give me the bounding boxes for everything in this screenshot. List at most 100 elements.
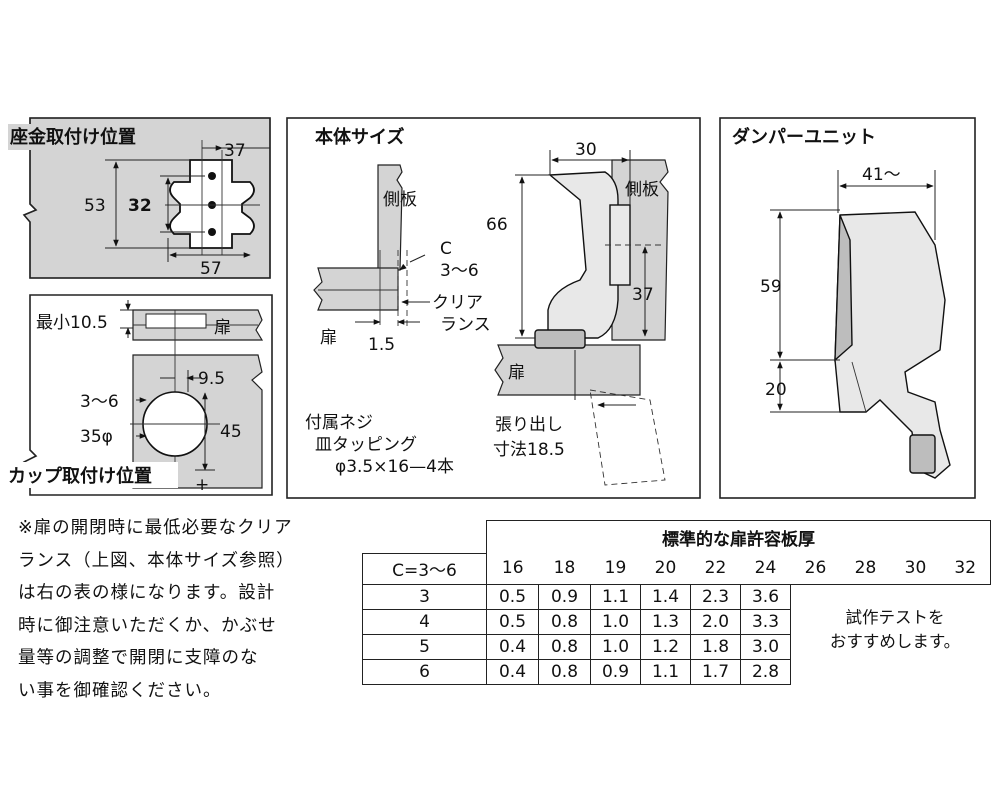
table-cell: 1.1 <box>640 658 691 685</box>
cup-dim-diameter: 35φ <box>80 427 113 447</box>
damper-title: ダンパーユニット <box>732 126 876 148</box>
thickness-header: 19 <box>590 553 641 585</box>
damper-panel: ダンパーユニット 41〜 59 20 <box>719 117 976 499</box>
table-cell: 0.8 <box>538 608 591 635</box>
table-row-header: C=3〜6 <box>362 552 487 585</box>
body-overhang-1: 張り出し <box>495 415 563 435</box>
cup-dim-height: 45 <box>220 422 242 442</box>
table-cell: 3.3 <box>740 608 791 635</box>
table-cell: 1.7 <box>690 658 741 685</box>
table-cell: 1.4 <box>640 583 691 610</box>
cup-dim-range: 3〜6 <box>80 392 119 412</box>
damper-dim-upper: 59 <box>760 277 782 297</box>
body-hinge-arm <box>547 171 619 339</box>
table-cell: 0.4 <box>486 633 539 660</box>
thickness-header: 20 <box>640 553 691 585</box>
mount-hole-top <box>208 172 216 180</box>
body-side-label: 側板 <box>383 190 417 210</box>
table-cell: 1.1 <box>590 583 641 610</box>
body-door-left <box>313 267 399 311</box>
table-row: 6 0.4 0.8 0.9 1.1 1.7 2.8 <box>362 658 991 685</box>
table-cell: 0.5 <box>486 608 539 635</box>
damper-dim-lower: 20 <box>765 380 787 400</box>
mount-panel: 座金取付け位置 37 53 32 57 <box>8 117 271 279</box>
mount-dim-top: 37 <box>224 141 246 161</box>
table-cell: 3.0 <box>740 633 791 660</box>
table-cell: 2.0 <box>690 608 741 635</box>
thickness-header: 16 <box>486 553 539 585</box>
table-title: 標準的な扉許容板厚 <box>486 520 991 553</box>
mount-dim-inner: 32 <box>128 196 152 216</box>
mount-hole-bottom <box>208 228 216 236</box>
table-cell: 1.0 <box>590 633 641 660</box>
note-line: 時に御注意いただくか、かぶせ <box>18 615 277 636</box>
body-door-right <box>494 344 641 396</box>
body-frame <box>286 117 701 499</box>
trial-line: 試作テストを <box>845 608 945 627</box>
svg-text:+: + <box>195 475 209 495</box>
cup-dim-offset: 9.5 <box>198 369 225 389</box>
body-clearance-1: クリア <box>432 293 483 313</box>
note-line: ランス（上図、本体サイズ参照） <box>18 550 295 571</box>
body-dim-depth: 37 <box>632 285 654 305</box>
table-c-cell: 6 <box>362 658 487 685</box>
mount-dim-height: 53 <box>84 196 106 216</box>
table-c-cell: 5 <box>362 633 487 660</box>
body-door-label-right: 扉 <box>508 363 525 383</box>
table-cell: 1.8 <box>690 633 741 660</box>
thickness-header: 22 <box>690 553 741 585</box>
body-dim-height: 66 <box>486 215 508 235</box>
thickness-header: 18 <box>538 553 591 585</box>
table-c-cell: 3 <box>362 583 487 610</box>
body-c-range: 3〜6 <box>440 261 479 281</box>
table-cell: 1.3 <box>640 608 691 635</box>
table-cell: 0.4 <box>486 658 539 685</box>
mount-dim-bottom: 57 <box>200 259 222 279</box>
cup-panel: 扉 最小10.5 9.5 3〜6 35φ 45 + カップ取付け位置 <box>6 294 273 496</box>
body-clearance-2: ランス <box>440 315 491 335</box>
table-cell: 2.8 <box>740 658 791 685</box>
cup-door-label: 扉 <box>214 318 231 338</box>
note-line: い事を御確認ください。 <box>18 680 222 701</box>
body-screw-1: 付属ネジ <box>305 413 373 433</box>
body-screw-3: φ3.5×16—4本 <box>335 457 454 477</box>
note-line: 量等の調整で開閉に支障のな <box>18 648 259 668</box>
note-line: は右の表の様になります。設計 <box>18 583 276 603</box>
body-screw-2: 皿タッピング <box>315 435 417 455</box>
body-panel: 本体サイズ 側板 扉 C 3〜6 クリア ランス 1.5 側板 扉 <box>286 117 701 499</box>
table-cell: 0.8 <box>538 658 591 685</box>
clearance-note: ※扉の開閉時に最低必要なクリア ランス（上図、本体サイズ参照） は右の表の様にな… <box>18 512 363 707</box>
note-line: ※扉の開閉時に最低必要なクリア <box>18 518 293 538</box>
thickness-header: 32 <box>940 553 991 585</box>
body-c-label: C <box>440 239 452 259</box>
table-cell: 1.2 <box>640 633 691 660</box>
mount-frame <box>22 117 271 279</box>
cup-dim-min: 最小10.5 <box>36 313 108 333</box>
body-cup <box>534 329 586 349</box>
damper-frame <box>719 117 976 499</box>
damper-body <box>834 211 951 479</box>
mount-title: 座金取付け位置 <box>10 126 136 148</box>
table-cell: 0.9 <box>538 583 591 610</box>
table-cell: 0.5 <box>486 583 539 610</box>
body-gap: 1.5 <box>368 335 395 355</box>
trial-line: おすすめします。 <box>829 632 961 651</box>
body-door-label: 扉 <box>320 328 337 348</box>
thickness-header: 26 <box>790 553 841 585</box>
cup-title: カップ取付け位置 <box>8 465 152 487</box>
body-overhang-2: 寸法18.5 <box>493 440 565 460</box>
thickness-header: 30 <box>890 553 941 585</box>
trial-note: 試作テストを おすすめします。 <box>800 606 990 654</box>
door-thickness-table: 標準的な扉許容板厚 C=3〜6 16 18 19 20 22 24 26 28 … <box>362 520 991 685</box>
table-cell: 3.6 <box>740 583 791 610</box>
table-c-cell: 4 <box>362 608 487 635</box>
table-cell: 0.8 <box>538 633 591 660</box>
table-cell: 0.9 <box>590 658 641 685</box>
body-dim-width: 30 <box>575 140 597 160</box>
body-side-label-right: 側板 <box>625 180 659 200</box>
damper-dim-width: 41〜 <box>862 165 901 185</box>
thickness-header: 28 <box>840 553 891 585</box>
body-title: 本体サイズ <box>315 126 404 148</box>
thickness-header: 24 <box>740 553 791 585</box>
